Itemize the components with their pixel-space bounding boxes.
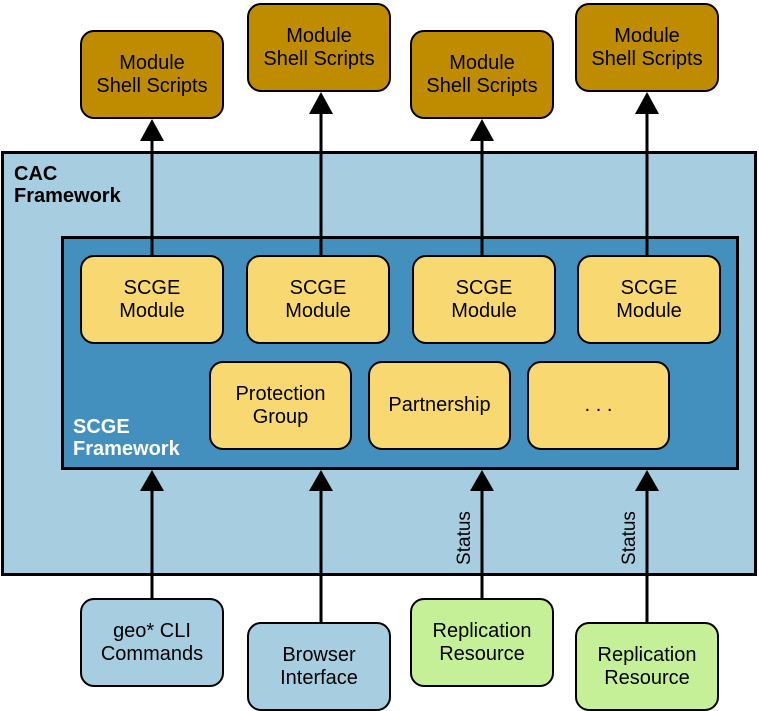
partnership: Partnership bbox=[368, 361, 511, 450]
module-shell-scripts-1: Module Shell Scripts bbox=[80, 30, 224, 119]
scge-module-3: SCGE Module bbox=[412, 255, 556, 344]
cac-framework-label: CAC Framework bbox=[14, 163, 121, 207]
module-shell-scripts-2: Module Shell Scripts bbox=[247, 3, 391, 92]
scge-module-4: SCGE Module bbox=[577, 255, 721, 344]
protection-group: Protection Group bbox=[209, 361, 352, 450]
scge-module-1: SCGE Module bbox=[80, 255, 224, 344]
browser-interface: Browser Interface bbox=[247, 622, 391, 711]
scge-module-2: SCGE Module bbox=[246, 255, 390, 344]
geo-cli-commands: geo* CLI Commands bbox=[80, 598, 224, 687]
scge-framework-label: SCGE Framework bbox=[73, 416, 180, 460]
more-components-ellipsis: . . . bbox=[527, 361, 670, 450]
replication-resource-1: Replication Resource bbox=[410, 598, 554, 687]
replication-resource-2: Replication Resource bbox=[575, 622, 719, 711]
module-shell-scripts-4: Module Shell Scripts bbox=[575, 3, 719, 92]
module-shell-scripts-3: Module Shell Scripts bbox=[410, 30, 554, 119]
